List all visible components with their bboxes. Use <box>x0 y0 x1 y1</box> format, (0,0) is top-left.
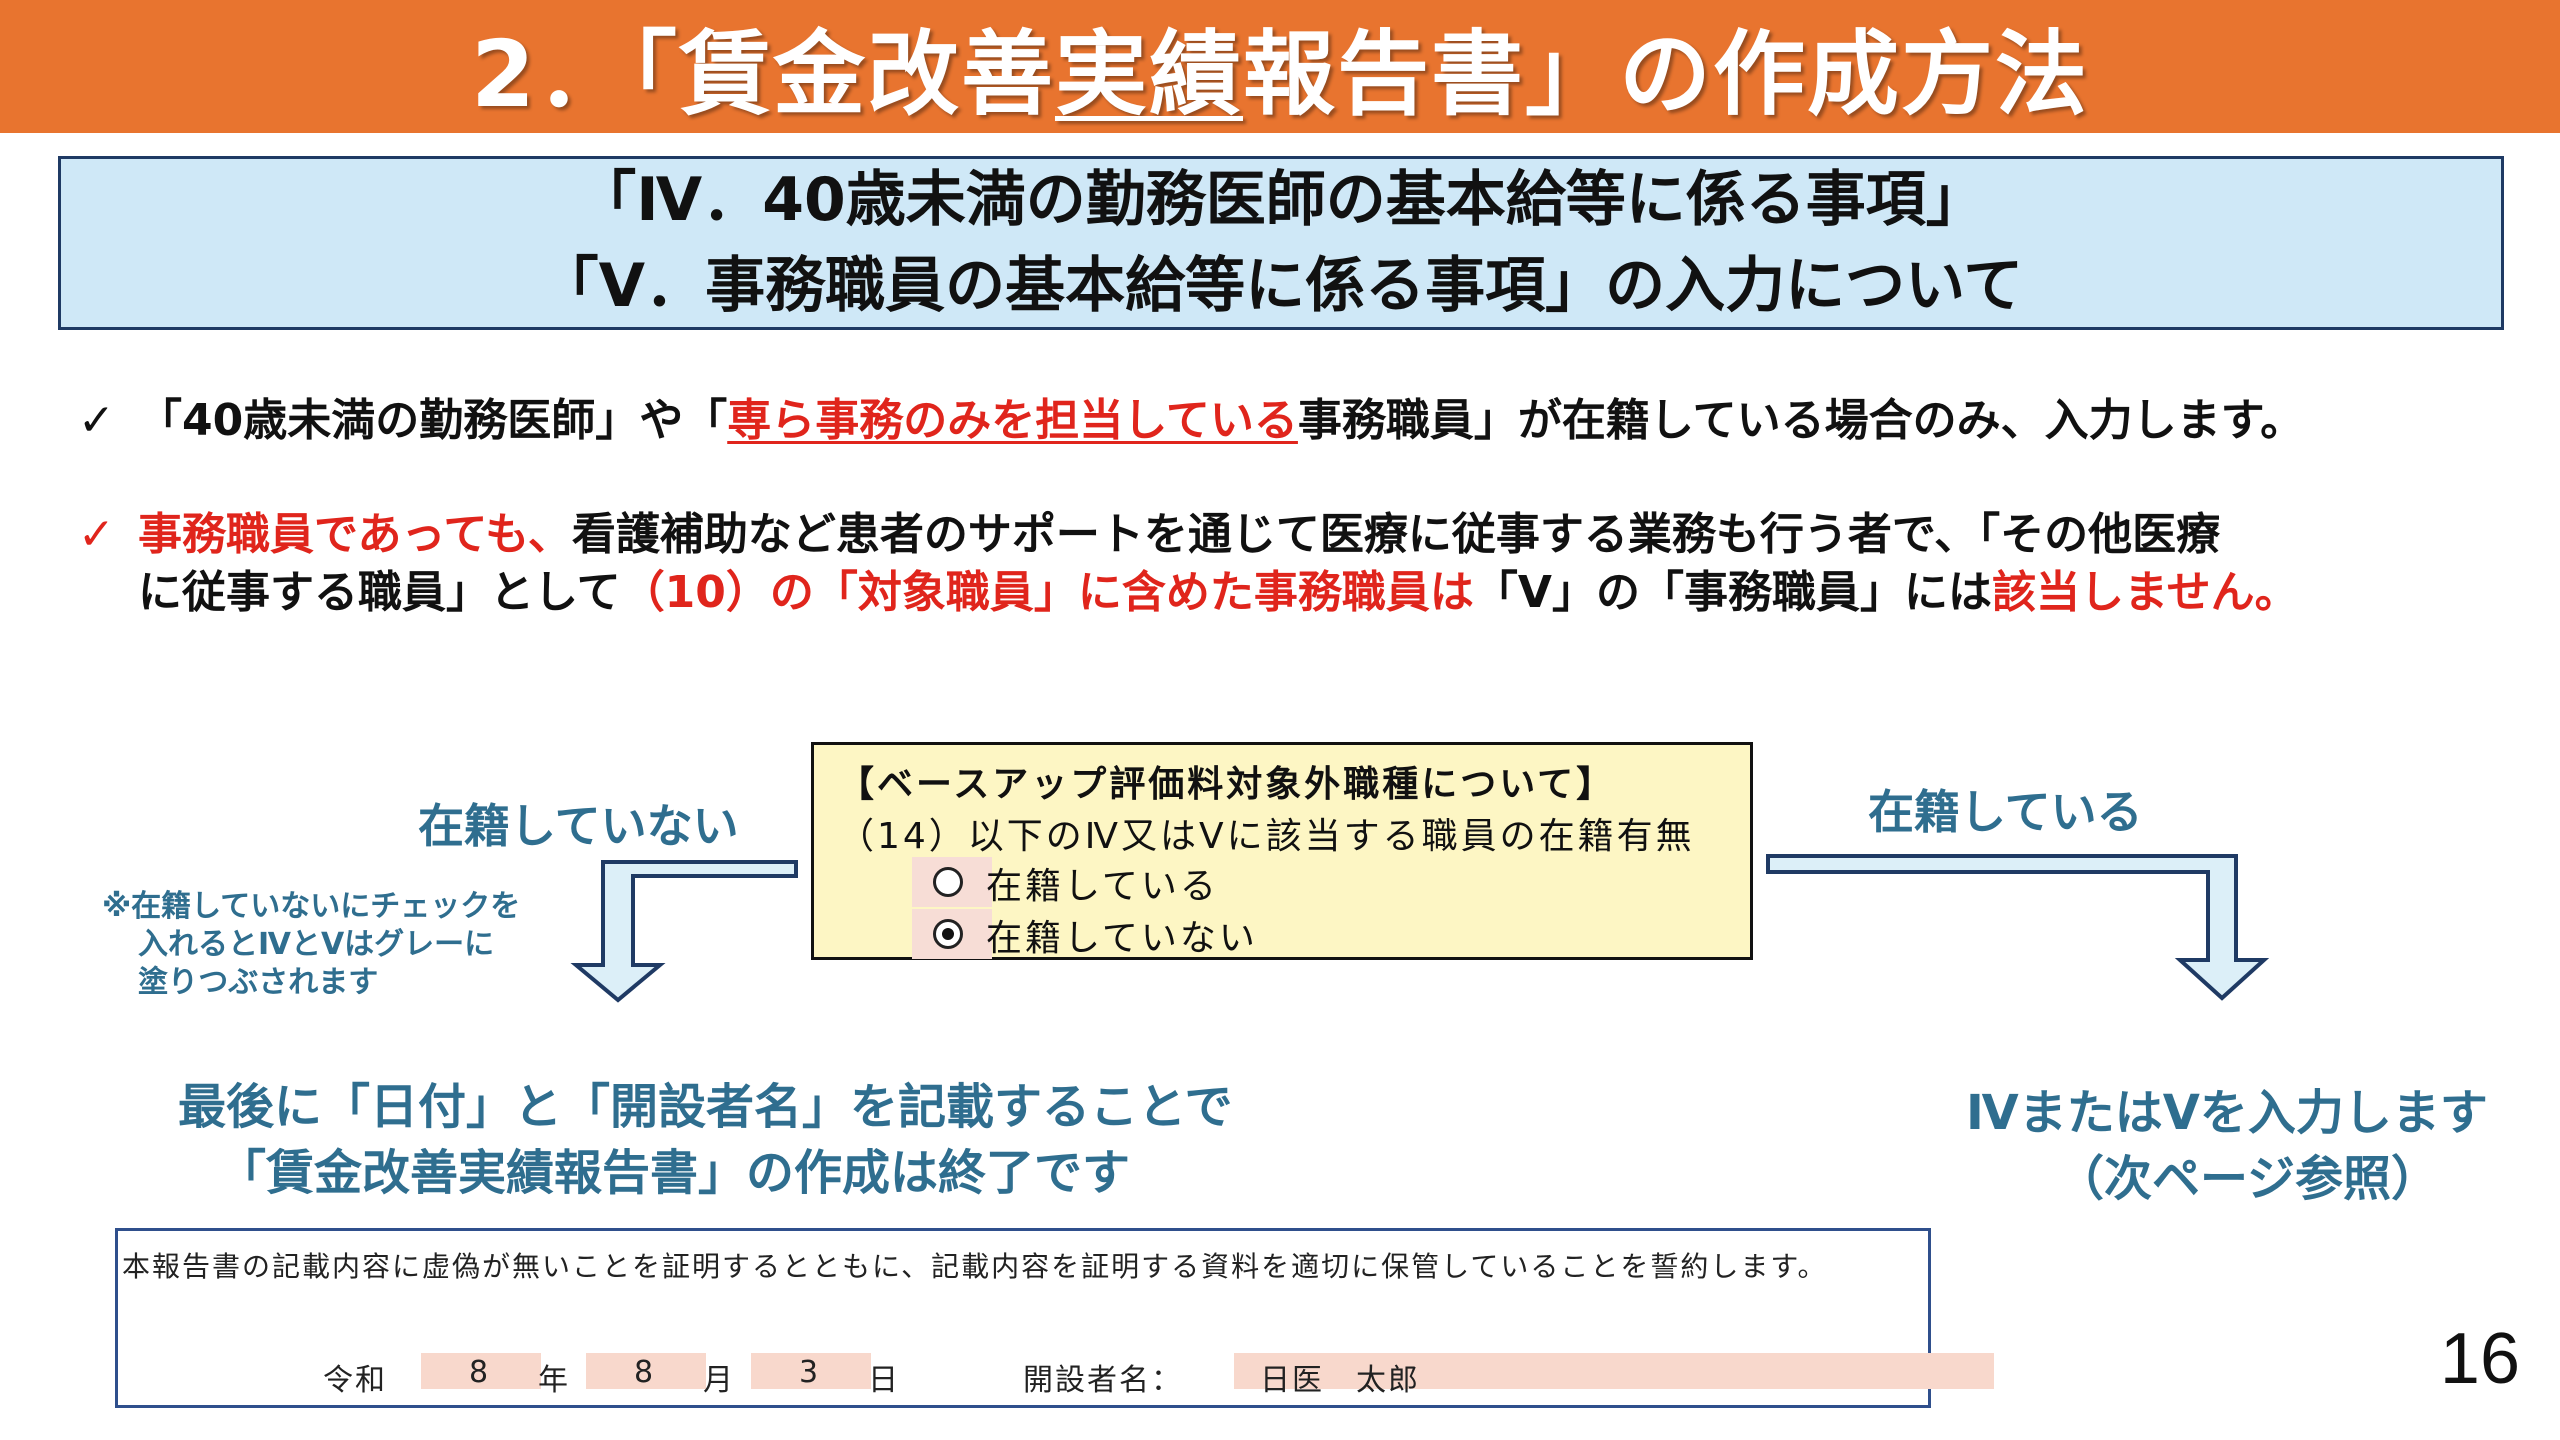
left-note-line-3: 塗りつぶされます <box>138 965 379 1000</box>
year-field[interactable]: 8 <box>421 1353 541 1390</box>
bullet-2-line-1: ✓ 事務職員であっても、看護補助など患者のサポートを通じて医療に従事する業務も行う… <box>78 506 2220 564</box>
day-value: 3 <box>799 1355 821 1390</box>
bullet-1-text-b: 事務職員」が在籍している場合のみ、入力します。 <box>1297 395 2305 446</box>
attestation-form: 本報告書の記載内容に虚偽が無いことを証明するとともに、記載内容を証明する資料を適… <box>115 1228 1994 1408</box>
bullet-1: ✓ 「40歳未満の勤務医師」や「専ら事務のみを担当している事務職員」が在籍している… <box>78 392 2304 450</box>
founder-label: 開設者名： <box>1023 1363 1183 1398</box>
founder-name-field[interactable]: 日医 太郎 <box>1234 1353 1994 1398</box>
month-unit: 月 <box>703 1363 735 1398</box>
info-question: （14）以下のⅣ又はⅤに該当する職員の在籍有無 <box>838 816 1695 857</box>
left-result-line-1: 最後に「日付」と「開設者名」を記載することで <box>178 1079 1233 1135</box>
radio-option-not-enrolled[interactable] <box>933 919 963 949</box>
radio-option-enrolled[interactable] <box>933 867 963 897</box>
bullet-1-text-a: 「40歳未満の勤務医師」や「 <box>138 395 728 446</box>
year-value: 8 <box>469 1355 491 1390</box>
left-arrow <box>570 860 798 1003</box>
month-field[interactable]: 8 <box>586 1353 706 1390</box>
check-icon: ✓ <box>78 509 115 560</box>
title-prefix: 2．「賃金改善 <box>470 21 1055 128</box>
title-suffix: 報告書」の作成方法 <box>1243 21 2090 128</box>
right-branch-label: 在籍している <box>1868 785 2143 839</box>
left-note-line-1: ※在籍していないにチェックを <box>102 889 521 924</box>
bullet-2-text-c: 「Ⅴ」の「事務職員」には <box>1473 567 1992 618</box>
subtitle-line-1: 「Ⅳ．40歳未満の勤務医師の基本給等に係る事項」 <box>576 165 1986 235</box>
radio-label-not-enrolled: 在籍していない <box>986 918 1258 959</box>
left-note-line-2: 入れるとⅣとⅤはグレーに <box>138 927 495 962</box>
subtitle-box: 「Ⅳ．40歳未満の勤務医師の基本給等に係る事項」 「Ⅴ．事務職員の基本給等に係る… <box>58 156 2504 330</box>
bullet-2-text-a: 看護補助など患者のサポートを通じて医療に従事する業務も行う者で、「その他医療 <box>571 509 2221 560</box>
bullet-2-line-2: に従事する職員」として（10）の「対象職員」に含めた事務職員は「Ⅴ」の「事務職員… <box>138 564 2299 622</box>
left-branch-label: 在籍していない <box>418 799 739 853</box>
page-number: 16 <box>2439 1319 2520 1399</box>
month-value: 8 <box>634 1355 656 1390</box>
bullet-2-red-b: （10）の「対象職員」に含めた事務職員は <box>620 567 1474 618</box>
bullet-2-red-c: 該当しません。 <box>1991 567 2299 618</box>
page-title: 2．「賃金改善実績報告書」の作成方法 <box>471 0 2089 133</box>
right-result-line-2: （次ページ参照） <box>2056 1151 2440 1207</box>
right-result-line-1: ⅣまたはⅤを入力します <box>1966 1085 2488 1141</box>
info-box: 【ベースアップ評価料対象外職種について】 （14）以下のⅣ又はⅤに該当する職員の… <box>811 742 1753 960</box>
day-field[interactable]: 3 <box>751 1353 871 1390</box>
day-unit: 日 <box>868 1363 900 1398</box>
info-heading: 【ベースアップ評価料対象外職種について】 <box>838 764 1616 805</box>
year-unit: 年 <box>538 1363 570 1398</box>
bullet-2-text-b: に従事する職員」として <box>138 567 621 618</box>
subtitle-line-2: 「Ⅴ．事務職員の基本給等に係る事項」の入力について <box>538 251 2024 321</box>
era-label: 令和 <box>323 1363 387 1398</box>
check-icon: ✓ <box>78 395 115 446</box>
radio-label-enrolled: 在籍している <box>986 866 1219 907</box>
bullet-2-red-a: 事務職員であっても、 <box>138 509 572 560</box>
title-underlined: 実績 <box>1054 21 1243 128</box>
left-result-line-2: 「賃金改善実績報告書」の作成は終了です <box>218 1145 1131 1201</box>
attestation-statement: 本報告書の記載内容に虚偽が無いことを証明するとともに、記載内容を証明する資料を適… <box>122 1250 1828 1283</box>
bullet-1-highlight: 専ら事務のみを担当している <box>727 395 1298 446</box>
title-bar: 2．「賃金改善実績報告書」の作成方法 <box>0 0 2560 133</box>
founder-name-value: 日医 太郎 <box>1260 1363 1420 1398</box>
right-arrow <box>1766 854 2270 1001</box>
